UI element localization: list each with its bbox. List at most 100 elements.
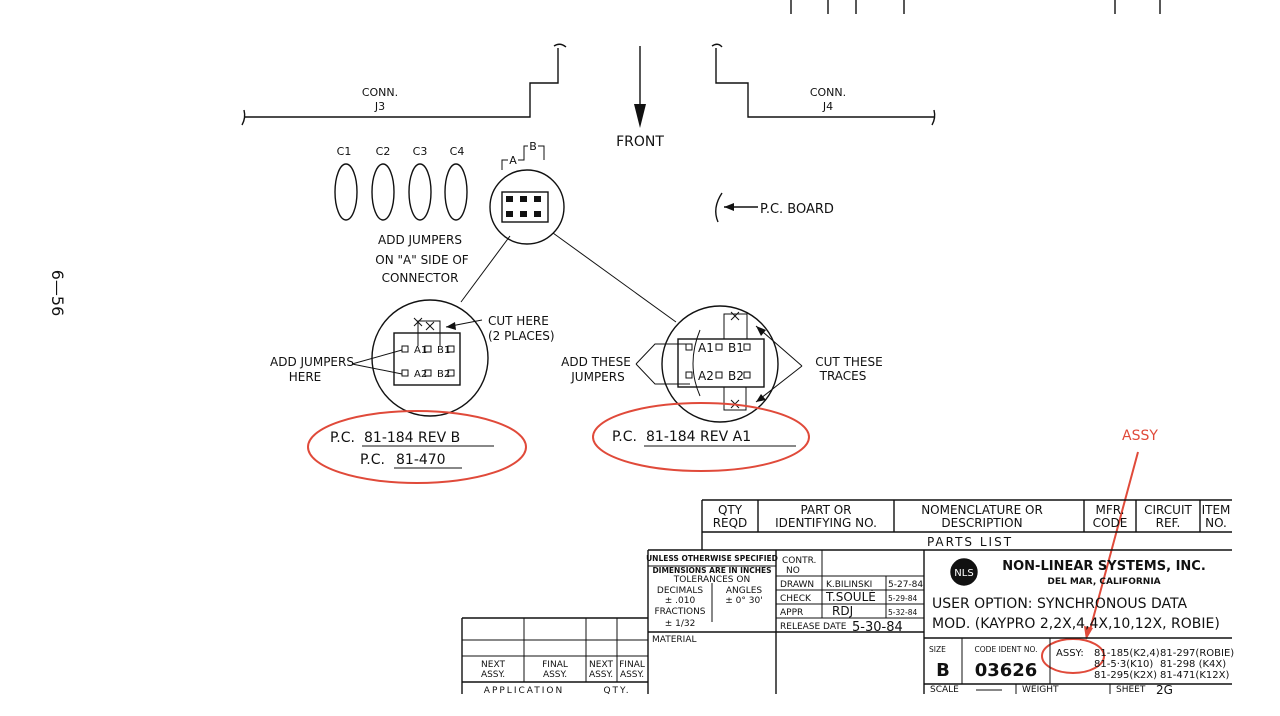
add-jumpers-note-2: ON "A" SIDE OF — [375, 253, 469, 267]
conn-j3-label: CONN. — [362, 86, 398, 99]
weight-label: WEIGHT — [1022, 685, 1059, 695]
highlight-assy — [1041, 638, 1105, 674]
front-label: FRONT — [616, 134, 664, 150]
contr-2: NO — [786, 566, 800, 576]
add-these-jumpers-1: ADD THESE — [561, 355, 631, 369]
left-pin-b2: B2 — [437, 369, 450, 380]
app-next-assy2-1: NEXT — [589, 660, 613, 670]
conn-j4-id: J4 — [822, 100, 833, 113]
ph-item-1: ITEM — [1202, 503, 1231, 517]
size-label: SIZE — [929, 645, 946, 654]
tol-l1: UNLESS OTHERWISE SPECIFIED — [646, 554, 778, 563]
appr-date: 5-32-84 — [888, 608, 917, 617]
ph-qty-2: REQD — [713, 516, 748, 530]
pc-board-pointer — [715, 192, 758, 223]
ph-item-2: NO. — [1205, 516, 1227, 530]
right-pin-b1: B1 — [728, 341, 744, 355]
cap-c3: C3 — [413, 145, 428, 158]
company-location: DEL MAR, CALIFORNIA — [1047, 577, 1160, 587]
assy-3b: 81-471(K12X) — [1160, 670, 1229, 681]
size-value: B — [936, 660, 950, 681]
page-number: 6—56 — [48, 270, 67, 317]
conn-j4-label: CONN. — [810, 86, 846, 99]
parts-list-title: PARTS LIST — [927, 535, 1013, 549]
check-name: T.SOULÉ — [825, 589, 876, 604]
release-value: 5-30-84 — [852, 620, 903, 635]
jumper-header — [460, 145, 677, 323]
drawn-date: 5-27-84 — [888, 580, 923, 590]
conn-j3-id: J3 — [374, 100, 385, 113]
assy-3a: 81-295(K2X) — [1094, 670, 1157, 681]
left-pin-b1: B1 — [437, 345, 450, 356]
cap-c1: C1 — [337, 145, 352, 158]
sheet-label: SHEET — [1116, 685, 1146, 695]
highlight-right-pc — [592, 402, 810, 472]
appr-name: RDJ — [832, 604, 853, 618]
code-ident-label: CODE IDENT NO. — [975, 645, 1038, 654]
ph-nomen-2: DESCRIPTION — [941, 516, 1022, 530]
right-detail — [635, 305, 803, 423]
app-next-assy-2: ASSY. — [481, 670, 505, 680]
appr-label: APPR — [780, 608, 803, 618]
app-final-assy-1: FINAL — [542, 660, 568, 670]
left-pc2-prefix: P.C. — [360, 452, 385, 468]
check-date: 5-29-84 — [888, 594, 917, 603]
code-ident-value: 03626 — [975, 660, 1038, 681]
ph-mfr-2: CODE — [1093, 516, 1128, 530]
capacitors — [334, 163, 468, 221]
add-jumpers-note-1: ADD JUMPERS — [378, 233, 462, 247]
application-qty-label: QTY. — [603, 686, 630, 696]
tol-l3: TOLERANCES ON — [673, 575, 750, 585]
drawn-label: DRAWN — [780, 580, 814, 590]
tol-fractions: FRACTIONS — [654, 607, 705, 617]
material-label: MATERIAL — [652, 635, 697, 645]
assy-arrow — [1089, 451, 1139, 631]
assy-annotation-label: ASSY — [1122, 428, 1158, 444]
assy-1a: 81-185(K2,4) — [1094, 648, 1160, 659]
left-pin-a2: A2 — [414, 369, 427, 380]
ph-part-2: IDENTIFYING NO. — [775, 516, 877, 530]
add-jumpers-here-2: HERE — [289, 370, 322, 384]
add-these-jumpers-2: JUMPERS — [570, 370, 624, 384]
assy-2b: 81-298 (K4X) — [1160, 659, 1226, 670]
right-pin-a1: A1 — [698, 341, 714, 355]
add-jumpers-note-3: CONNECTOR — [382, 271, 459, 285]
cut-here-1: CUT HERE — [488, 314, 549, 328]
pc-board-label: P.C. BOARD — [760, 202, 834, 217]
ph-part-1: PART OR — [800, 503, 851, 517]
app-next-assy2-2: ASSY. — [589, 670, 613, 680]
parts-list-header — [648, 499, 1232, 551]
highlight-left-pc — [307, 410, 527, 484]
jumper-b-label: B — [529, 140, 537, 153]
title-line-2: MOD. (KAYPRO 2,2X,4,4X,10,12X, ROBIE) — [932, 616, 1220, 632]
nls-logo-text: NLS — [954, 568, 973, 579]
scale-label: SCALE — [930, 685, 959, 695]
left-pc1-value: 81-184 REV B — [364, 430, 460, 446]
app-final-assy2-2: ASSY. — [620, 670, 644, 680]
tol-frac-val: ± 1/32 — [665, 619, 696, 629]
cut-these-traces-1: CUT THESE — [815, 355, 882, 369]
cut-here-2: (2 PLACES) — [488, 329, 555, 343]
ph-qty-1: QTY — [718, 503, 743, 517]
jumper-a-label: A — [509, 154, 517, 167]
right-pin-a2: A2 — [698, 369, 714, 383]
cap-c4: C4 — [450, 145, 465, 158]
contr-1: CONTR. — [782, 556, 816, 566]
sheet-value: 2G — [1156, 683, 1173, 697]
assy-1b: 81-297(ROBIE) — [1160, 648, 1234, 659]
left-pc2-value: 81-470 — [396, 452, 446, 468]
add-jumpers-here-1: ADD JUMPERS — [270, 355, 354, 369]
ph-circuit-1: CIRCUIT — [1144, 503, 1192, 517]
application-label: APPLICATION — [484, 686, 564, 696]
check-label: CHECK — [780, 594, 812, 604]
tol-decimals: DECIMALS — [657, 586, 703, 596]
title-line-1: USER OPTION: SYNCHRONOUS DATA — [932, 596, 1187, 612]
right-pc-value: 81-184 REV A1 — [646, 429, 751, 445]
assy-label: ASSY: — [1056, 648, 1084, 659]
drawn-name: K.BILINSKI — [826, 580, 872, 590]
ph-circuit-2: REF. — [1156, 516, 1181, 530]
assy-2a: 81-5·3(K10) — [1094, 659, 1153, 670]
front-arrow — [634, 46, 646, 128]
left-pin-a1: A1 — [414, 345, 427, 356]
